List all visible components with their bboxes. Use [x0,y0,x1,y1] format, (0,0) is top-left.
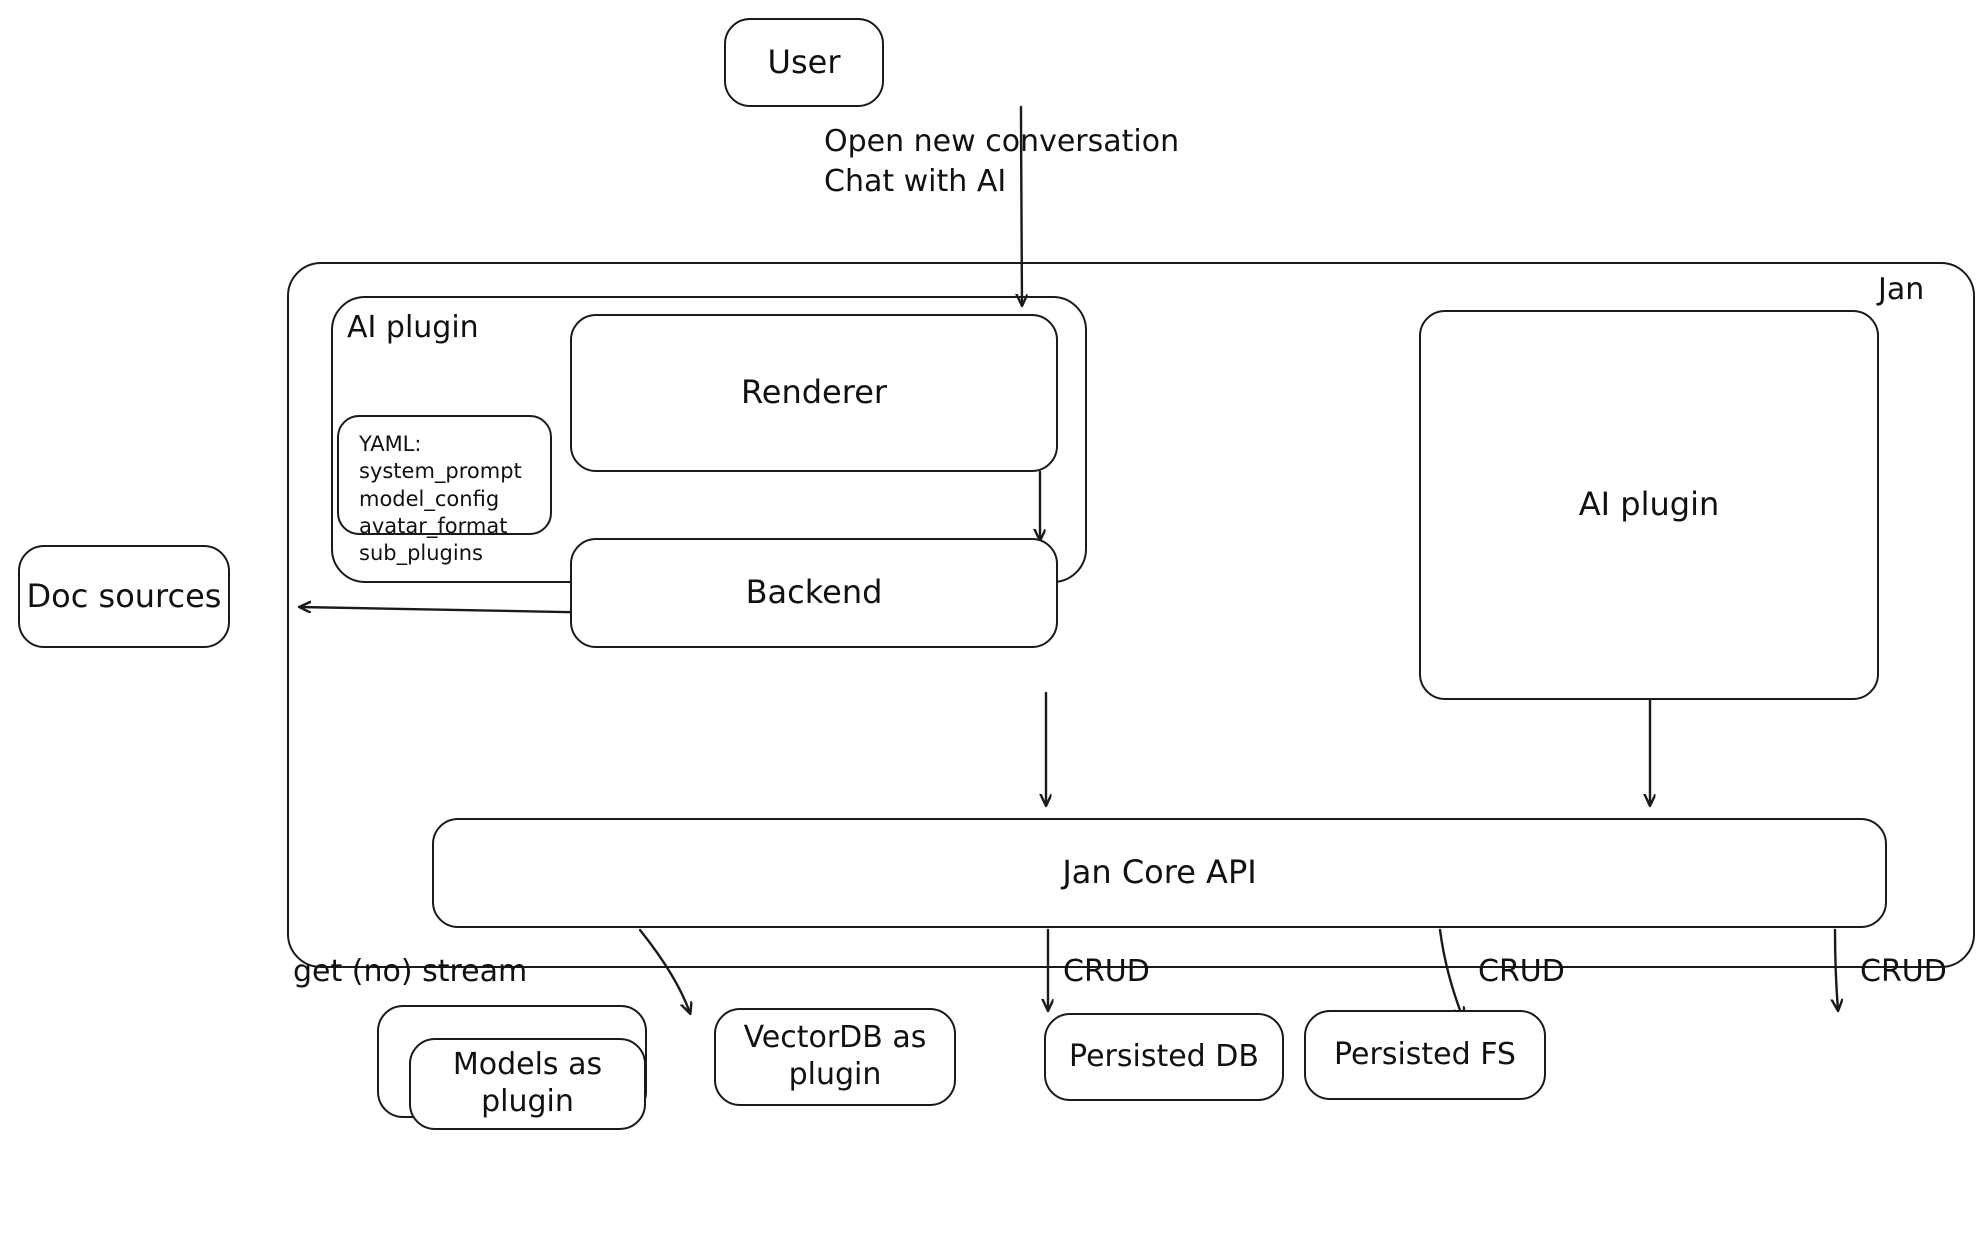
node-persisted-fs[interactable]: Persisted FS [1304,1010,1546,1100]
edge-label-crud-persisted-db: CRUD [1478,954,1565,989]
node-models-plugin[interactable]: Models as plugin [409,1038,646,1130]
node-user[interactable]: User [724,18,884,107]
node-renderer-label: Renderer [740,373,888,412]
node-backend-label: Backend [745,573,883,612]
group-ai-plugin-label: AI plugin [347,310,479,345]
node-persisted-db[interactable]: Persisted DB [1044,1013,1284,1101]
node-renderer[interactable]: Renderer [570,314,1058,472]
node-persisted-fs-label: Persisted FS [1334,1036,1516,1072]
node-jan-core-api[interactable]: Jan Core API [432,818,1887,928]
node-vectordb-plugin-label: VectorDB as plugin [743,1020,927,1092]
node-ai-plugin-right-label: AI plugin [1578,485,1720,524]
edge-label-get-no-stream: get (no) stream [293,954,528,989]
node-user-label: User [767,42,841,81]
node-doc-sources-label: Doc sources [26,576,222,615]
node-models-plugin-label: Models as plugin [452,1047,603,1119]
group-jan-label: Jan [1878,272,1925,307]
node-doc-sources[interactable]: Doc sources [18,545,230,648]
edge-label-user-to-renderer: Open new conversation Chat with AI [824,124,1180,199]
group-jan [287,262,1975,968]
node-ai-plugin-right[interactable]: AI plugin [1419,310,1879,700]
node-persisted-db-label: Persisted DB [1069,1038,1259,1074]
edge-label-crud-vectordb: CRUD [1063,954,1150,989]
edge-label-crud-persisted-fs: CRUD [1860,954,1947,989]
node-vectordb-plugin[interactable]: VectorDB as plugin [714,1008,956,1106]
node-jan-core-api-label: Jan Core API [1062,853,1257,892]
node-backend[interactable]: Backend [570,538,1058,648]
node-yaml-config-card: YAML: system_prompt model_config avatar_… [337,415,552,565]
